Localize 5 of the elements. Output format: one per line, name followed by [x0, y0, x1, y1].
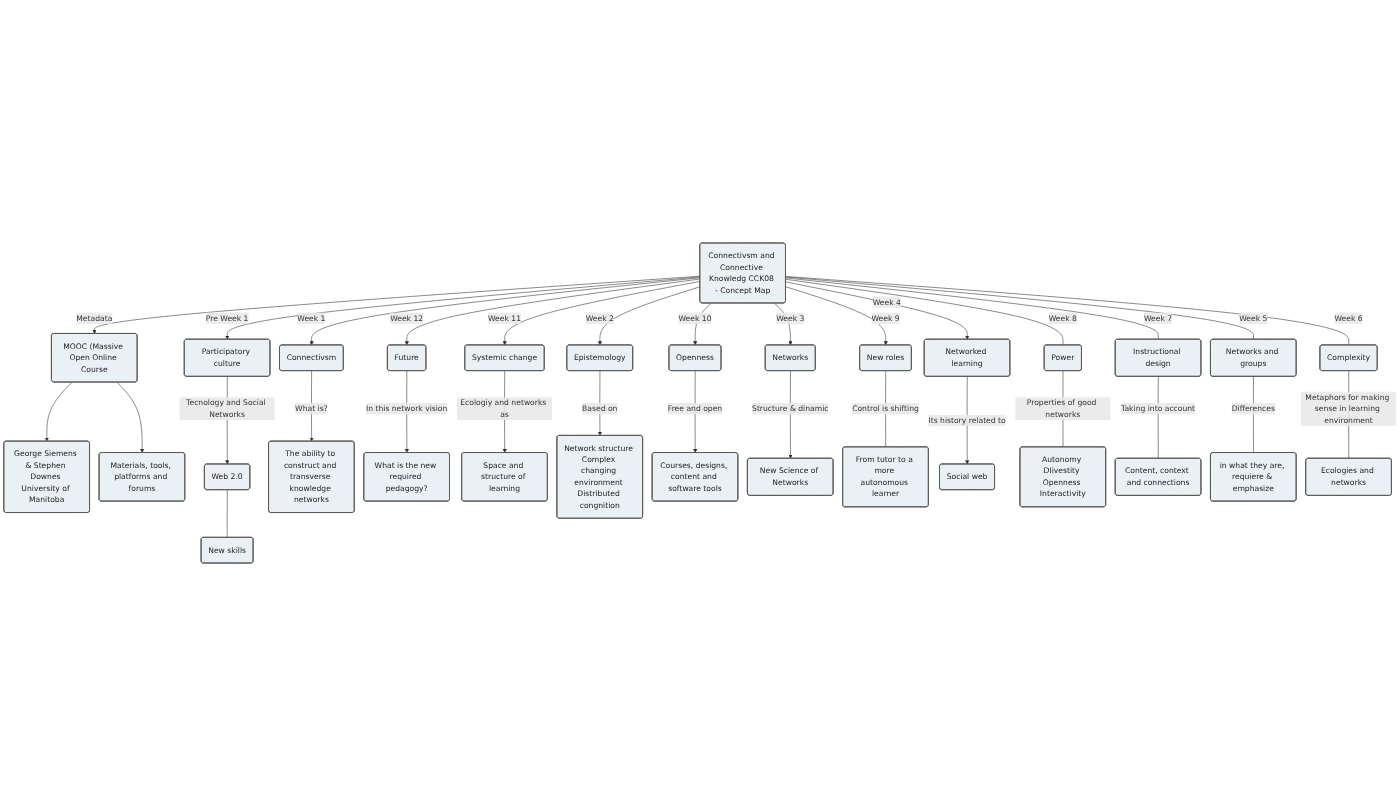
- connector: [226, 489, 228, 538]
- connector: [785, 276, 1254, 340]
- connector: [1157, 376, 1159, 459]
- connector: [785, 277, 1159, 340]
- connector: [1253, 376, 1254, 454]
